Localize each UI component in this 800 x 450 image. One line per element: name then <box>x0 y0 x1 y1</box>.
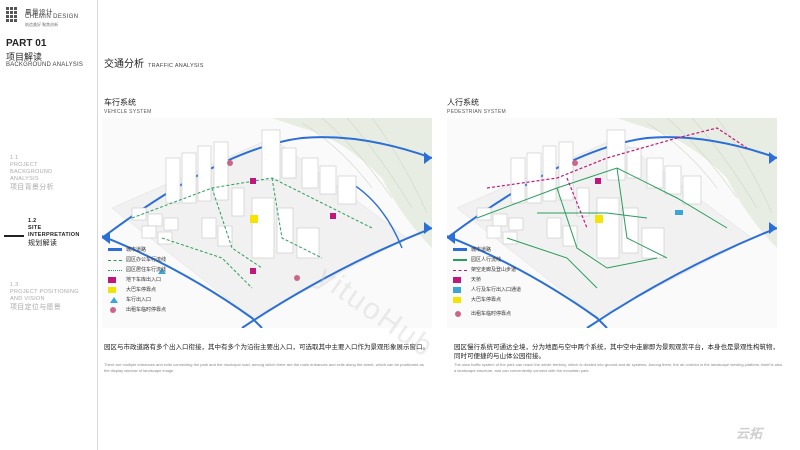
legend-label: 大巴车停靠点 <box>126 287 157 293</box>
legend-swatch <box>453 297 461 303</box>
legend-label: 园区居住车行流线 <box>126 267 167 273</box>
legend-label: 城市道路 <box>126 247 147 253</box>
legend-label: 架空走廊及登山步道 <box>471 267 517 273</box>
legend-swatch <box>108 277 116 283</box>
legend-swatch <box>108 248 122 251</box>
legend-swatch <box>110 297 118 303</box>
vehicle-map: 城市道路 园区办公车行流线 园区居住车行流线 地下车库出入口 大巴车停靠点 车行… <box>102 118 432 328</box>
legend-label: 出租车临时停靠点 <box>126 307 167 313</box>
pedestrian-map: 城市道路 园区人行流线 架空走廊及登山步道 天桥 人行及车行出入口通道 大巴车停… <box>447 118 777 328</box>
pedestrian-description-en: The slow traffic system of the park can … <box>454 362 782 373</box>
vehicle-legend: 城市道路 园区办公车行流线 园区居住车行流线 地下车库出入口 大巴车停靠点 车行… <box>108 246 188 326</box>
part-number: PART 01 <box>6 38 47 49</box>
brand-name-en: CHEMIN DESIGN <box>25 14 79 20</box>
legend-swatch <box>108 270 122 271</box>
section-title-cn: 交通分析 <box>104 59 144 70</box>
legend-label: 园区人行流线 <box>471 257 502 263</box>
legend-swatch <box>108 260 122 261</box>
legend-label: 地下车库出入口 <box>126 277 162 283</box>
section-title: 交通分析 TRAFFIC ANALYSIS <box>104 55 204 70</box>
menu-cn: 项目背景分析 <box>10 184 54 191</box>
legend-label: 出租车临时停靠点 <box>471 311 512 317</box>
menu-en: PROJECT POSITIONING AND VISION <box>10 289 79 302</box>
brand-slogan: 筑造美好 聚焦创新 <box>25 22 59 27</box>
section-title-en: TRAFFIC ANALYSIS <box>148 63 204 69</box>
legend-label: 大巴车停靠点 <box>471 297 502 303</box>
legend-label: 城市道路 <box>471 247 492 253</box>
menu-num: 1.2 <box>28 218 37 224</box>
active-indicator <box>4 235 24 237</box>
legend-swatch <box>453 248 467 251</box>
menu-cn: 规划解读 <box>28 240 58 247</box>
legend-swatch <box>453 259 467 261</box>
menu-item-background[interactable]: 1.1 PROJECT BACKGROUND ANALYSIS 项目背景分析 <box>10 155 70 191</box>
pedestrian-map-drawing <box>447 118 777 328</box>
legend-label: 天桥 <box>471 277 482 283</box>
menu-en: PROJECT BACKGROUND ANALYSIS <box>10 162 53 182</box>
brand-logo: 晨量设计 CHEMIN DESIGN 筑造美好 聚焦创新 <box>6 6 92 32</box>
pedestrian-legend: 城市道路 园区人行流线 架空走廊及登山步道 天桥 人行及车行出入口通道 大巴车停… <box>453 246 543 326</box>
vehicle-description-cn: 园区与市政道路有多个出入口衔接，其中有多个为沿街主要出入口，可选取其中主要入口作… <box>104 344 429 351</box>
pedestrian-description-cn: 园区慢行系统可通达全境，分为地面与空中两个系统，其中空中走廊即为景观观赏平台，本… <box>454 344 779 360</box>
menu-cn: 项目定位与愿景 <box>10 304 62 311</box>
vehicle-title-cn: 车行系统 <box>104 98 136 107</box>
legend-swatch <box>110 307 116 313</box>
legend-swatch <box>453 270 467 271</box>
brand-name-cn: 晨量设计 <box>25 9 53 16</box>
legend-swatch <box>108 287 116 293</box>
menu-num: 1.3 <box>10 282 19 288</box>
menu-item-positioning[interactable]: 1.3 PROJECT POSITIONING AND VISION 项目定位与… <box>10 282 80 311</box>
legend-swatch <box>453 277 461 283</box>
part-title-en: BACKGROUND ANALYSIS <box>6 62 84 68</box>
menu-en: SITE INTERPRETATION <box>28 225 80 238</box>
vehicle-map-drawing <box>102 118 432 328</box>
pedestrian-title-en: PEDESTRIAN SYSTEM <box>447 109 506 115</box>
footer-brand: 云拓 <box>736 426 763 441</box>
menu-item-site-interpretation[interactable]: 1.2 SITE INTERPRETATION 规划解读 <box>28 218 88 247</box>
sidebar: 晨量设计 CHEMIN DESIGN 筑造美好 聚焦创新 PART 01 项目解… <box>0 0 98 450</box>
legend-label: 人行及车行出入口通道 <box>471 287 522 293</box>
menu-num: 1.1 <box>10 155 19 161</box>
legend-swatch <box>453 287 461 293</box>
vehicle-title-en: VEHICLE SYSTEM <box>104 109 152 115</box>
vehicle-description-en: There are multiple entrances and exits c… <box>104 362 424 373</box>
legend-swatch <box>455 311 461 317</box>
logo-mark-icon <box>6 7 22 23</box>
legend-label: 园区办公车行流线 <box>126 257 167 263</box>
pedestrian-title: 人行系统 PEDESTRIAN SYSTEM <box>447 97 506 115</box>
pedestrian-title-cn: 人行系统 <box>447 98 479 107</box>
vehicle-title: 车行系统 VEHICLE SYSTEM <box>104 97 152 115</box>
part-title-cn: 项目解读 <box>6 52 43 62</box>
legend-label: 车行出入口 <box>126 297 152 303</box>
